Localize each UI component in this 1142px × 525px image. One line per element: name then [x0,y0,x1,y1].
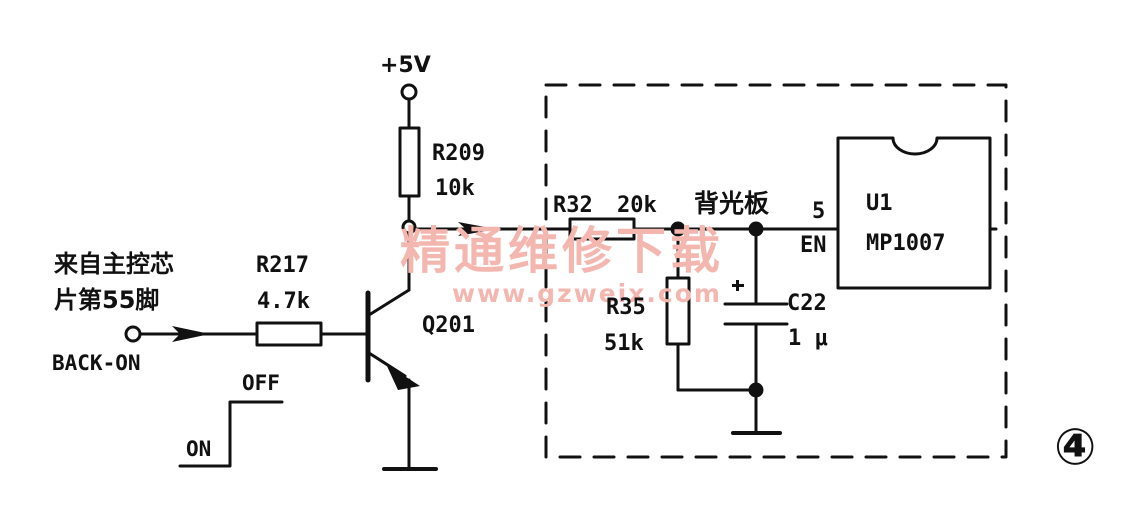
backlight-board-boundary [544,83,1008,459]
supply-terminal [400,83,418,101]
emitter-arrow [386,364,420,390]
c22-value: 1 μ [788,326,828,351]
r32-value: 20k [617,193,657,218]
r32-ref: R32 [553,193,593,218]
ic-u1-body [836,136,992,290]
ic-part: MP1007 [866,231,945,256]
watermark-title: 精通维修下载 [400,222,724,280]
pin-number: 5 [812,199,825,224]
r35-value: 51k [604,331,644,356]
figure-number: ④ [1054,418,1096,476]
c22-ref: C22 [787,291,827,316]
input-arrow [172,326,210,342]
supply-label: +5V [380,53,431,78]
r209-value: 10k [435,176,475,201]
ground-junction [748,382,764,398]
r209-ref: R209 [432,141,485,166]
resistor-r217-body [255,321,323,347]
watermark-url: www.gzweix.com [452,279,722,308]
resistor-r209-body [398,126,421,198]
r35-ref: R35 [606,295,646,320]
off-label: OFF [242,371,280,395]
pin-name: EN [800,233,827,258]
r217-value: 4.7k [257,289,310,314]
q201-ref: Q201 [422,313,475,338]
ic-ref: U1 [866,191,893,216]
input-source-line2: 片第55脚 [54,286,159,314]
backlight-board-label: 背光板 [694,189,769,218]
input-terminal [124,325,142,343]
r217-ref: R217 [256,253,309,278]
input-source-line1: 来自主控芯 [54,250,174,278]
on-label: ON [186,437,211,461]
signal-arrow [458,222,496,236]
signal-name: BACK-ON [52,351,141,375]
back-on-waveform [178,400,284,468]
